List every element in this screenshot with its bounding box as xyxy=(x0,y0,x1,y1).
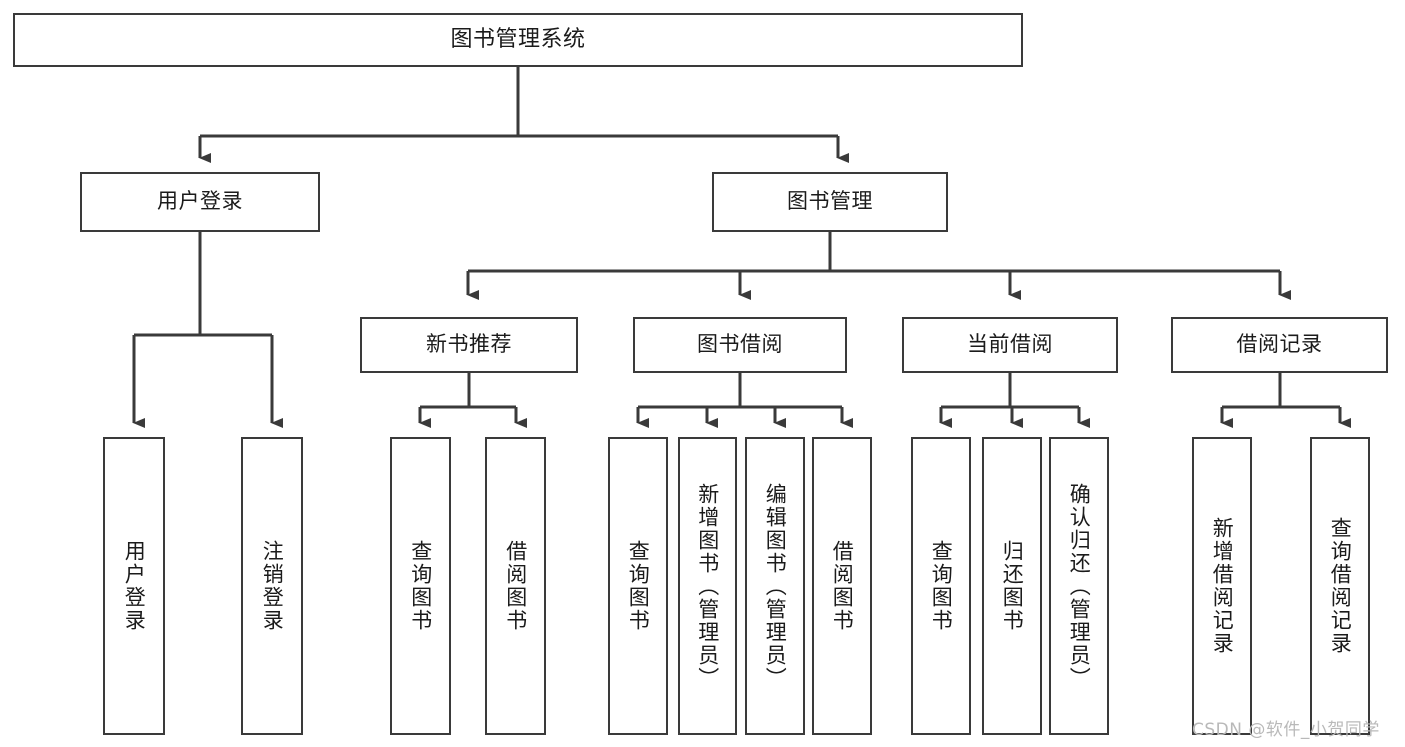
node-label: 查询图书 xyxy=(929,540,954,632)
leaf-node[interactable]: 确认归还（管理员） xyxy=(1049,437,1109,735)
node-label: 查询借阅记录 xyxy=(1328,517,1353,655)
leaf-node[interactable]: 借阅图书 xyxy=(485,437,546,735)
node-label: 用户登录 xyxy=(122,540,147,632)
node-label: 新增借阅记录 xyxy=(1210,517,1235,655)
node-label: 编辑图书（管理员） xyxy=(763,482,788,690)
node-label: 图书借阅 xyxy=(697,332,783,357)
node-label: 图书管理 xyxy=(787,189,873,214)
node-label: 借阅图书 xyxy=(830,540,855,632)
node-label: 图书管理系统 xyxy=(450,26,586,52)
node-book-borrow[interactable]: 图书借阅 xyxy=(633,317,847,373)
node-root[interactable]: 图书管理系统 xyxy=(13,13,1023,67)
leaf-node[interactable]: 借阅图书 xyxy=(812,437,872,735)
node-label: 注销登录 xyxy=(260,540,285,632)
node-label: 确认归还（管理员） xyxy=(1067,482,1092,690)
node-label: 新书推荐 xyxy=(426,332,512,357)
leaf-node[interactable]: 新增图书（管理员） xyxy=(678,437,737,735)
node-label: 借阅图书 xyxy=(503,540,528,632)
node-label: 当前借阅 xyxy=(967,332,1053,357)
node-label: 归还图书 xyxy=(1000,540,1025,632)
node-borrow-record[interactable]: 借阅记录 xyxy=(1171,317,1388,373)
node-user-login[interactable]: 用户登录 xyxy=(80,172,320,232)
node-label: 查询图书 xyxy=(626,540,651,632)
leaf-node[interactable]: 用户登录 xyxy=(103,437,165,735)
node-label: 用户登录 xyxy=(157,189,243,214)
node-book-management[interactable]: 图书管理 xyxy=(712,172,948,232)
node-current-borrow[interactable]: 当前借阅 xyxy=(902,317,1118,373)
node-label: 新增图书（管理员） xyxy=(695,482,720,690)
leaf-node[interactable]: 查询借阅记录 xyxy=(1310,437,1370,735)
node-label: 借阅记录 xyxy=(1236,332,1323,357)
leaf-node[interactable]: 查询图书 xyxy=(390,437,451,735)
leaf-node[interactable]: 新增借阅记录 xyxy=(1192,437,1252,735)
leaf-node[interactable]: 注销登录 xyxy=(241,437,303,735)
leaf-node[interactable]: 查询图书 xyxy=(911,437,971,735)
node-label: 查询图书 xyxy=(408,540,433,632)
leaf-node[interactable]: 编辑图书（管理员） xyxy=(745,437,805,735)
leaf-node[interactable]: 归还图书 xyxy=(982,437,1042,735)
csdn-watermark: CSDN @软件_小贺同学 xyxy=(1192,720,1380,740)
leaf-node[interactable]: 查询图书 xyxy=(608,437,668,735)
node-new-book-recommend[interactable]: 新书推荐 xyxy=(360,317,578,373)
